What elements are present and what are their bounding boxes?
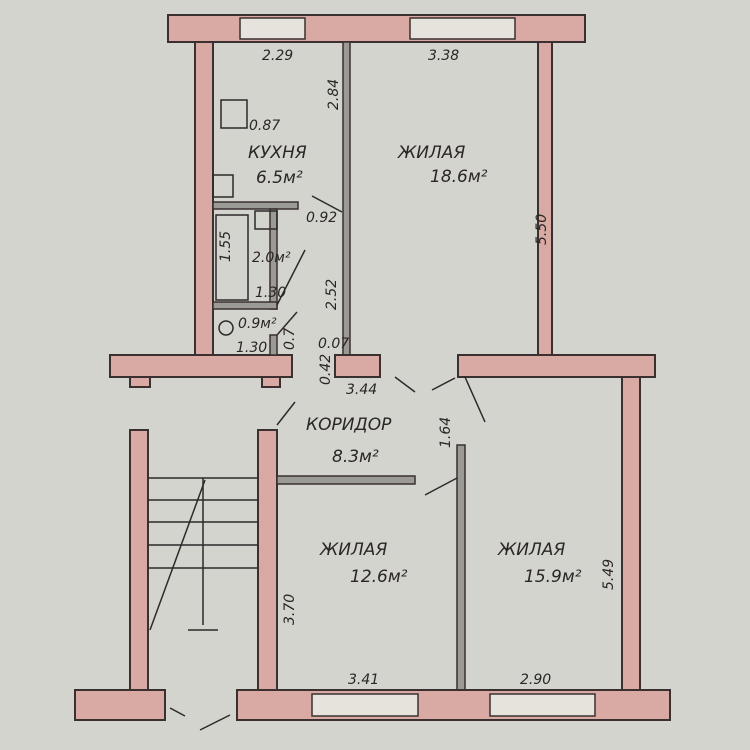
- toilet-area: 0.9м²: [238, 316, 277, 332]
- dim-living-left-width: 3.41: [348, 672, 379, 688]
- dim-toilet-width: 1.30: [236, 340, 267, 356]
- dim-living-left-length: 3.70: [282, 594, 298, 625]
- window: [239, 17, 306, 40]
- dim-living-top-width: 3.38: [428, 48, 459, 64]
- kitchen-area: 6.5м²: [256, 168, 303, 188]
- door-swing: [311, 195, 343, 213]
- window: [489, 693, 596, 717]
- bathroom-area: 2.0м²: [252, 250, 291, 266]
- living-left-area: 12.6м²: [350, 567, 408, 587]
- stove-icon: [220, 99, 248, 129]
- dim-wall-b: 0.42: [318, 354, 334, 385]
- dim-living-right-width: 2.90: [520, 672, 551, 688]
- kitchen-name: КУХНЯ: [248, 143, 307, 163]
- walls: [74, 14, 671, 721]
- sink-icon: [212, 174, 234, 198]
- fixtures: [169, 99, 486, 731]
- dim-bath-width: 1.30: [255, 285, 286, 301]
- window: [311, 693, 419, 717]
- living-top-name: ЖИЛАЯ: [397, 143, 465, 163]
- staircase: [148, 477, 258, 631]
- living-left-name: ЖИЛАЯ: [319, 540, 387, 560]
- dim-stove: 0.87: [249, 118, 280, 134]
- corridor-area: 8.3м²: [332, 447, 379, 467]
- dim-wall-a: 0.07: [318, 336, 349, 352]
- corridor-name: КОРИДОР: [306, 415, 392, 435]
- living-right-area: 15.9м²: [524, 567, 582, 587]
- dim-bath-length: 1.55: [218, 231, 234, 262]
- dim-living-top-length: 5.50: [534, 214, 550, 245]
- dim-kitchen-width: 2.29: [262, 48, 293, 64]
- dim-corridor-depth: 1.64: [438, 417, 454, 448]
- labels: 2.29 3.38 0.87 2.84 КУХНЯ 6.5м² ЖИЛАЯ 18…: [218, 48, 617, 688]
- dim-bath-wall-length: 2.52: [324, 279, 340, 310]
- washbasin-icon: [254, 210, 278, 230]
- dim-toilet-door: 0.7: [282, 328, 298, 350]
- living-top-area: 18.6м²: [430, 167, 488, 187]
- dim-living-right-length: 5.49: [601, 559, 617, 590]
- window: [409, 17, 516, 40]
- bathtub-icon: [215, 214, 249, 301]
- dim-kitchen-door: 0.92: [306, 210, 337, 226]
- dim-kitchen-length: 2.84: [326, 79, 342, 110]
- toilet-icon: [218, 320, 234, 336]
- dim-corridor-width: 3.44: [346, 382, 377, 398]
- living-right-name: ЖИЛАЯ: [497, 540, 565, 560]
